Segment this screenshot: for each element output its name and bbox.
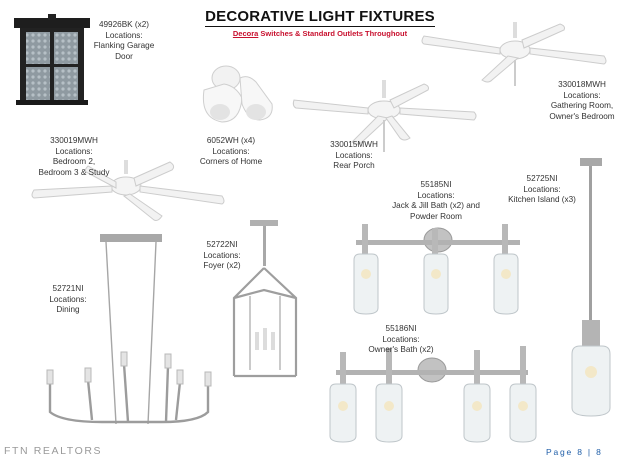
page-title: DECORATIVE LIGHT FIXTURES [205, 8, 435, 27]
chandelier-image [46, 234, 212, 425]
pendant-light-image [571, 158, 611, 417]
page-number: Page 8 | 8 [546, 447, 603, 457]
realtor-logo: FTN REALTORS [4, 445, 103, 457]
ceiling-fan-image [421, 22, 607, 86]
vanity-light-image [329, 346, 537, 443]
page-subtitle: Decora Switches & Standard Outlets Throu… [232, 29, 408, 38]
flood-light-image [202, 65, 273, 123]
lantern-pendant-image [232, 220, 298, 378]
ceiling-fan-image [31, 160, 225, 221]
wall-lantern-image [14, 14, 90, 105]
ceiling-fan-image [292, 80, 477, 152]
fixture-caption-6052wh: 6052WH (x4)Locations:Corners of Home [199, 136, 263, 166]
vanity-light-image [353, 224, 520, 315]
